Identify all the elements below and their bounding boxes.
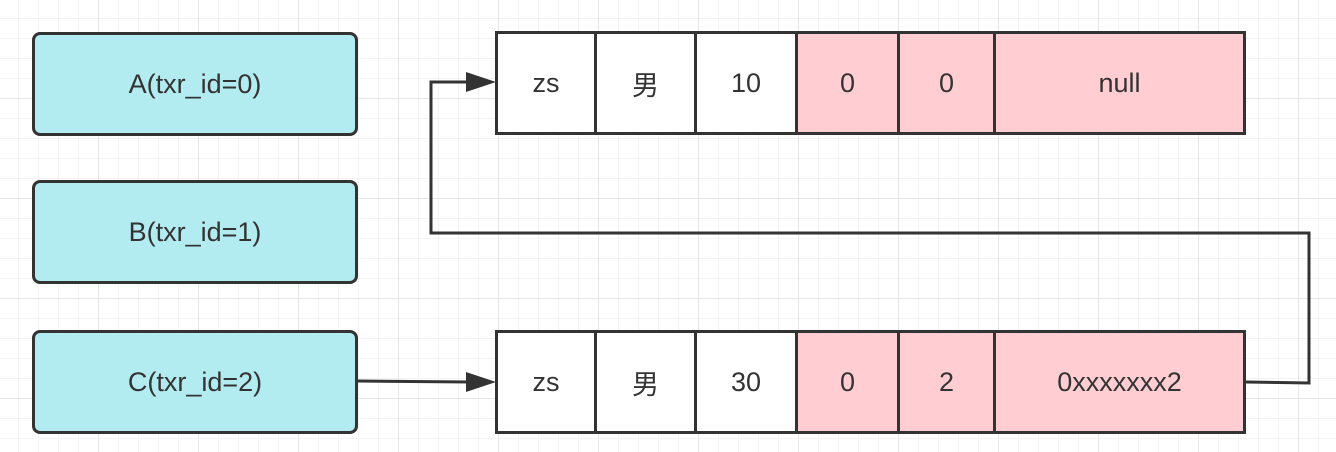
transaction-b-label: B(txr_id=1) bbox=[128, 216, 262, 247]
record-cell-hidden-trx-id: 0 bbox=[900, 34, 996, 132]
roll-pointer-arrowhead bbox=[466, 72, 496, 92]
transaction-c-box: C(txr_id=2) bbox=[32, 330, 358, 434]
record-cell-hidden-row-id: 0 bbox=[798, 333, 900, 431]
record-cell-hidden-trx-id: 2 bbox=[900, 333, 996, 431]
transaction-a-label: A(txr_id=0) bbox=[128, 68, 262, 99]
record-cell-hidden-roll-pointer: 0xxxxxxx2 bbox=[996, 333, 1243, 431]
record-cell-name: zs bbox=[498, 34, 597, 132]
record-cell-age: 30 bbox=[697, 333, 798, 431]
new-version-record: zs 男 30 0 2 0xxxxxxx2 bbox=[495, 330, 1246, 434]
record-cell-name: zs bbox=[498, 333, 597, 431]
old-version-record: zs 男 10 0 0 null bbox=[495, 31, 1246, 135]
record-cell-age: 10 bbox=[697, 34, 798, 132]
record-cell-gender: 男 bbox=[597, 34, 697, 132]
record-cell-hidden-roll-pointer: null bbox=[996, 34, 1243, 132]
transaction-b-box: B(txr_id=1) bbox=[32, 180, 358, 284]
transaction-c-label: C(txr_id=2) bbox=[127, 366, 263, 397]
record-cell-hidden-row-id: 0 bbox=[798, 34, 900, 132]
txn-c-to-record-arrow bbox=[357, 379, 471, 384]
txn-c-to-record-arrowhead bbox=[466, 372, 496, 392]
record-cell-gender: 男 bbox=[597, 333, 697, 431]
transaction-a-box: A(txr_id=0) bbox=[32, 32, 358, 136]
